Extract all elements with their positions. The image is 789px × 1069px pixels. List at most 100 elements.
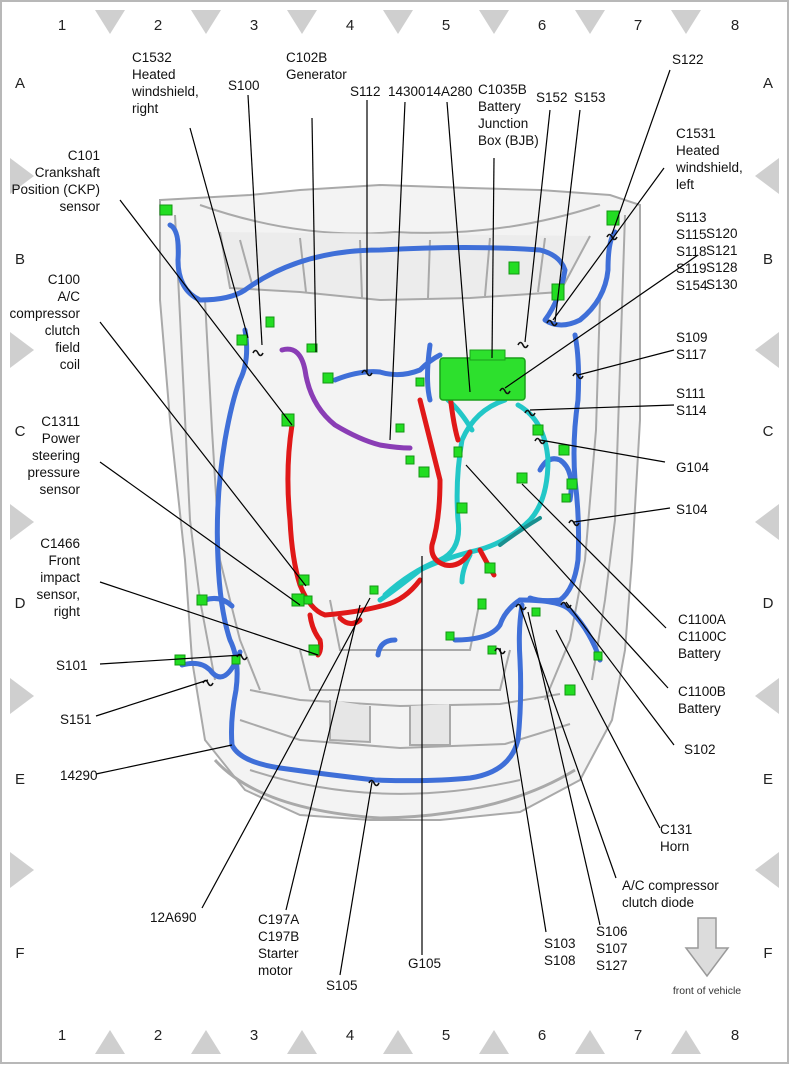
callout-label-line: 14290 — [60, 768, 98, 783]
grid-edge-marker — [755, 678, 779, 714]
grid-edge-marker — [755, 332, 779, 368]
splice-marker-icon — [568, 519, 580, 527]
grid-row-label: D — [15, 595, 26, 612]
grid-edge-marker — [575, 1030, 605, 1054]
cowl-panel — [199, 204, 601, 235]
callout-label-line: C102B — [286, 50, 327, 65]
splice-marker-icon — [252, 349, 264, 357]
callout-label-s104: S104 — [676, 502, 708, 517]
callout-label-line: steering — [32, 448, 80, 463]
callout-label-line: Heated — [132, 67, 176, 82]
callout-label-line: Crankshaft — [35, 165, 101, 180]
harness-connector — [445, 631, 455, 641]
callout-label-line: right — [132, 101, 159, 116]
splice-marker-icon — [534, 437, 546, 445]
callout-label-line: pressure — [27, 465, 80, 480]
callout-label-line: C197B — [258, 929, 299, 944]
callout-label-line: S120 — [706, 226, 738, 241]
harness-connector — [174, 654, 186, 666]
blue-harness-cowl-run — [167, 222, 618, 328]
callout-label-line: S112 — [350, 84, 381, 99]
grid-edge-marker — [671, 1030, 701, 1054]
callout-label-line: C1311 — [41, 414, 80, 429]
callout-label-line: Junction — [478, 116, 528, 131]
blue-harness-right-side — [527, 332, 582, 604]
blue-harness — [167, 222, 618, 784]
callout-label-line: Horn — [660, 839, 689, 854]
callout-label-line: C1035B — [478, 82, 527, 97]
callout-label-line: S119 — [676, 261, 707, 276]
grid-edge-marker — [575, 10, 605, 34]
callout-label-line: S106 — [596, 924, 628, 939]
grid-column-label: 6 — [538, 1027, 546, 1044]
callout-label-s101: S101 — [56, 658, 88, 673]
callout-label-line: impact — [40, 570, 80, 585]
harness-connector — [231, 655, 241, 665]
grid-edge-marker — [10, 158, 34, 194]
grid-column-label: 5 — [442, 1027, 450, 1044]
grid-column-label: 3 — [250, 1027, 258, 1044]
grid-row-label: F — [15, 945, 24, 962]
grid-edge-marker — [95, 1030, 125, 1054]
harness-connector — [516, 472, 528, 484]
grid-column-label: 8 — [731, 1027, 739, 1044]
callout-label-line: compressor — [9, 306, 80, 321]
callout-label-line: S103 — [544, 936, 576, 951]
callout-label-line: Position (CKP) — [11, 182, 100, 197]
harness-connector — [532, 424, 544, 436]
callout-label-line: S118 — [676, 244, 707, 259]
callout-label-n14290: 14290 — [60, 768, 98, 783]
harness-connector — [456, 502, 468, 514]
callout-label-line: Front — [48, 553, 80, 568]
callout-label-line: 14A280 — [426, 84, 473, 99]
callout-label-line: C101 — [68, 148, 100, 163]
splice-marker-icon — [606, 233, 618, 241]
harness-connector — [298, 574, 310, 586]
grid-edge-marker — [479, 10, 509, 34]
harness-connector — [369, 585, 379, 595]
harness-connector — [405, 455, 415, 465]
splice-marker-icon — [517, 341, 529, 349]
callout-label-line: Battery — [678, 701, 721, 716]
callout-label-line: C1100C — [678, 629, 727, 644]
cowl-panel-inner — [219, 231, 591, 302]
splice-marker-icon — [524, 409, 536, 417]
callout-label-s100: S100 — [228, 78, 260, 93]
callout-label-line: S154 — [676, 278, 708, 293]
splice-marker-icon — [546, 319, 558, 327]
harness-connector — [303, 595, 313, 605]
callout-label-line: Heated — [676, 143, 720, 158]
front-of-vehicle-label: front of vehicle — [673, 985, 741, 997]
grid-row-label: E — [763, 771, 773, 788]
grid-column-label: 6 — [538, 17, 546, 34]
callout-label-line: S122 — [672, 52, 704, 67]
harness-connector — [531, 607, 541, 617]
harness-connector — [484, 562, 496, 574]
callout-label-n14a280: 14A280 — [426, 84, 473, 99]
callout-label-line: Box (BJB) — [478, 133, 539, 148]
grid-edge-marker — [10, 504, 34, 540]
callout-label-line: sensor — [39, 482, 80, 497]
callout-label-line: sensor, — [36, 587, 80, 602]
callout-label-s105: S105 — [326, 978, 358, 993]
callout-label-line: 12A690 — [150, 910, 197, 925]
callout-label-line: Battery — [678, 646, 721, 661]
harness-connector — [308, 644, 320, 656]
grid-column-label: 7 — [634, 17, 642, 34]
harness-connector — [558, 444, 570, 456]
callout-label-n12a690: 12A690 — [150, 910, 197, 925]
callout-label-line: windshield, — [131, 84, 199, 99]
front-of-vehicle-indicator: front of vehicle — [673, 917, 741, 997]
callout-label-line: S108 — [544, 953, 576, 968]
callout-label-line: S114 — [676, 403, 707, 418]
callout-label-line: C100 — [48, 272, 80, 287]
grid-edge-marker — [10, 678, 34, 714]
